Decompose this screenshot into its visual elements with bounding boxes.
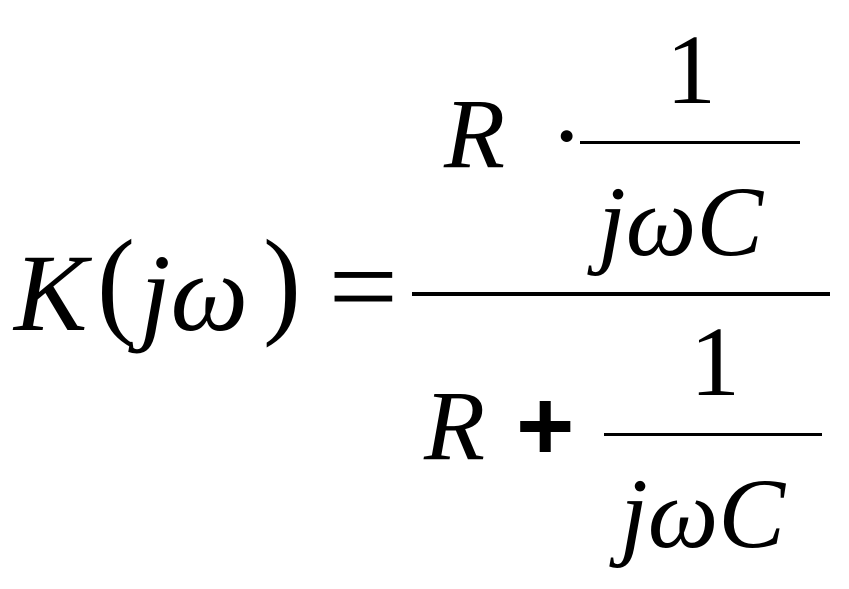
numerator-fraction-bar: [580, 141, 800, 144]
lhs-open-paren: (: [96, 215, 135, 348]
main-fraction-bar: [412, 292, 830, 296]
lhs-close-paren: ): [262, 215, 301, 348]
denominator-term-r: R: [424, 370, 486, 481]
numerator-multiply-dot: ·: [550, 80, 584, 191]
lhs-argument: jω: [140, 232, 249, 354]
numerator-term-r: R: [444, 78, 506, 189]
denominator-plus-sign: +: [516, 370, 575, 482]
equals-sign: =: [328, 221, 399, 352]
denominator-fraction-jwc: jωC: [620, 458, 786, 569]
denominator-fraction-one: 1: [690, 306, 740, 417]
denominator-fraction-bar: [604, 433, 822, 436]
numerator-fraction-jwc: jωC: [598, 166, 764, 277]
lhs-function-name: K: [14, 232, 88, 354]
numerator-fraction-one: 1: [666, 14, 716, 125]
